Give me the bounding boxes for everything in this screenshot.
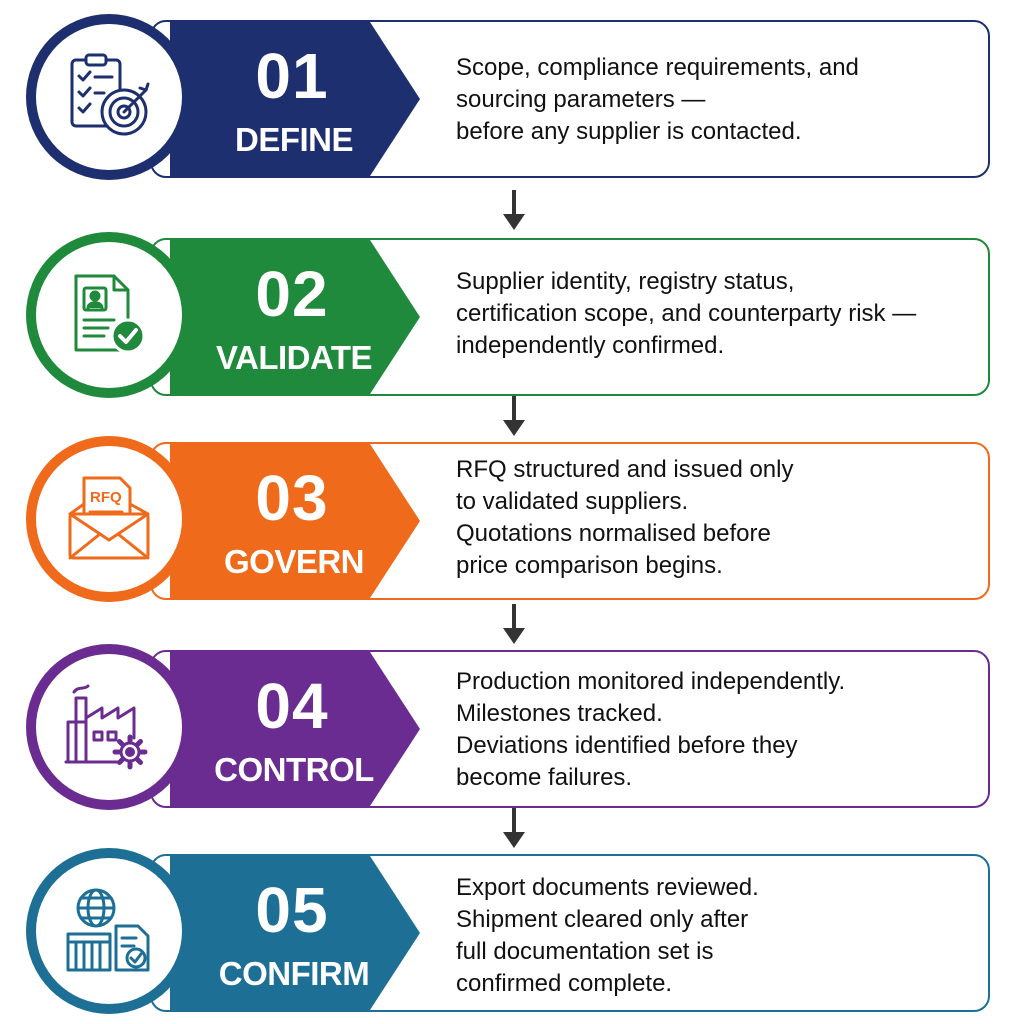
step-banner <box>170 444 420 598</box>
step-banner <box>170 22 420 176</box>
arrow-down-icon <box>503 190 525 230</box>
arrow-down-icon <box>503 396 525 436</box>
icon-circle: RFQ <box>26 436 192 602</box>
arrow-down-icon <box>503 604 525 644</box>
arrow-down-icon <box>503 808 525 848</box>
step-number: 05 <box>255 874 329 946</box>
icon-circle <box>26 848 192 1014</box>
step-validate: 02 VALIDATE Supplier identity, registry … <box>0 232 1024 402</box>
icon-circle <box>26 644 192 810</box>
step-label: DEFINE <box>234 121 354 158</box>
step-description: Export documents reviewed. Shipment clea… <box>456 874 759 997</box>
rfq-envelope-icon: RFQ <box>68 476 150 560</box>
step-description: Scope, compliance requirements, and sour… <box>456 54 859 145</box>
step-banner <box>170 240 420 394</box>
globe-container-document-icon <box>66 888 150 972</box>
step-label: VALIDATE <box>215 339 373 376</box>
step-number: 02 <box>255 258 329 330</box>
rfq-label: RFQ <box>90 489 122 506</box>
step-label: GOVERN <box>223 543 365 580</box>
checklist-target-icon <box>70 53 150 136</box>
verified-document-icon <box>74 274 146 354</box>
step-number: 04 <box>255 670 329 742</box>
step-number: 01 <box>255 40 329 112</box>
icon-circle <box>26 232 192 398</box>
step-label: CONFIRM <box>218 955 370 992</box>
step-banner <box>170 856 420 1010</box>
step-number: 03 <box>255 462 329 534</box>
step-description: RFQ structured and issued only to valida… <box>456 456 794 579</box>
step-banner <box>170 652 420 806</box>
step-define: 01 DEFINE Scope, compliance requirements… <box>0 14 1024 184</box>
step-description: Supplier identity, registry status, cert… <box>456 268 917 359</box>
step-description: Production monitored independently. Mile… <box>456 668 846 791</box>
step-label: CONTROL <box>214 751 374 788</box>
step-confirm: 05 CONFIRM Export <box>0 848 1024 1018</box>
factory-gear-icon <box>64 684 148 770</box>
icon-circle <box>26 14 192 180</box>
step-govern: 03 GOVERN RFQ RFQ structured and issued … <box>0 436 1024 606</box>
step-control: 04 CONTROL <box>0 644 1024 814</box>
